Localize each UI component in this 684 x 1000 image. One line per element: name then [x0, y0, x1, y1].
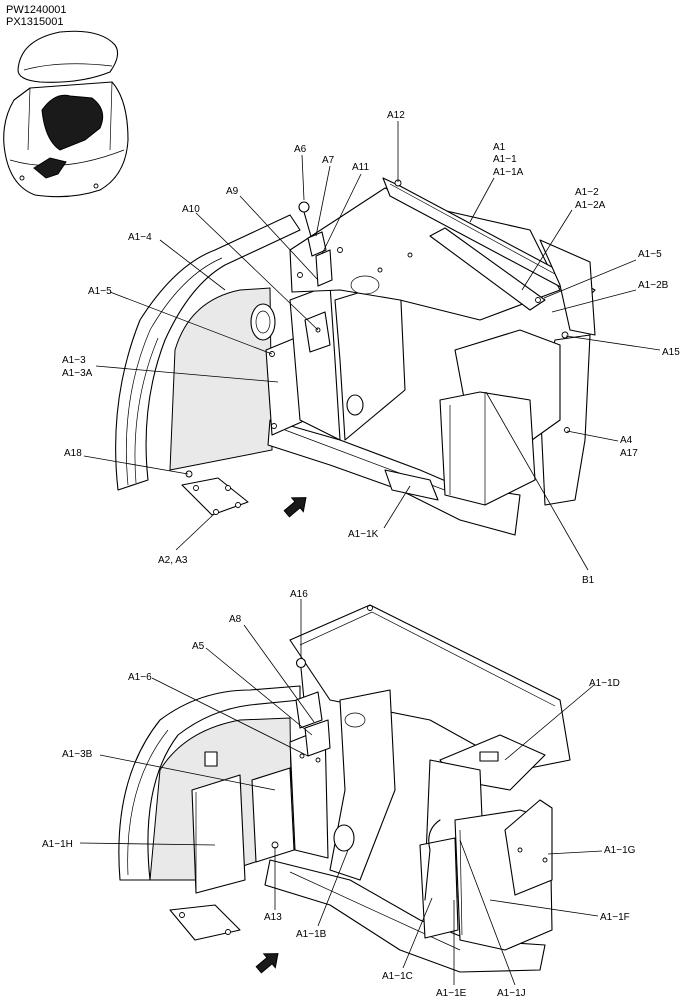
- callout-a13: A13: [264, 912, 282, 923]
- callout-a1-5-left: A1−5: [88, 286, 112, 297]
- callout-a1-6: A1−6: [128, 672, 152, 683]
- callout-a10: A10: [182, 204, 200, 215]
- callout-a1-3b: A1−3B: [62, 749, 93, 760]
- callout-a12: A12: [387, 110, 405, 121]
- drawing-code-2: PX1315001: [6, 16, 64, 28]
- callout-a1-1k: A1−1K: [348, 529, 379, 540]
- callout-a18: A18: [64, 448, 82, 459]
- callout-b1: B1: [582, 575, 595, 586]
- front-direction-arrow-icon: [283, 497, 307, 518]
- callout-a5: A5: [192, 641, 205, 652]
- callout-a11: A11: [352, 162, 369, 173]
- callout-a1-1: A1−1: [493, 154, 517, 165]
- callout-a8: A8: [229, 614, 242, 625]
- bottom-leader-lines: [79, 599, 603, 986]
- callout-a9: A9: [226, 186, 239, 197]
- callout-a1-1a: A1−1A: [493, 167, 524, 178]
- top-leader-lines: [83, 121, 661, 571]
- callout-a2-a3: A2, A3: [158, 555, 188, 566]
- machine-cab-locator-icon: [3, 30, 129, 198]
- callout-a1-1f: A1−1F: [600, 912, 630, 923]
- top-assembly-drawing: [115, 177, 596, 536]
- bottom-assembly-drawing: [118, 604, 571, 973]
- callout-a1-2a: A1−2A: [575, 200, 606, 211]
- top-callouts: A12 A1 A1−1 A1−1A A6 A7 A11 A9 A10 A1−2 …: [62, 110, 680, 586]
- callout-a1-4: A1−4: [128, 232, 152, 243]
- callout-a17: A17: [620, 448, 638, 459]
- callout-a1-1c: A1−1C: [382, 971, 413, 982]
- callout-a1: A1: [493, 142, 506, 153]
- callout-a1-1e: A1−1E: [436, 988, 467, 999]
- callout-a1-1j: A1−1J: [497, 988, 526, 999]
- callout-a4: A4: [620, 435, 633, 446]
- callout-a7: A7: [322, 155, 335, 166]
- callout-a1-1d: A1−1D: [589, 678, 620, 689]
- callout-a15: A15: [662, 347, 680, 358]
- callout-a1-1g: A1−1G: [604, 845, 636, 856]
- front-direction-arrow-icon: [255, 953, 279, 974]
- callout-a1-1h: A1−1H: [42, 839, 73, 850]
- callout-a1-1b: A1−1B: [296, 929, 327, 940]
- bottom-callouts: A16 A8 A5 A1−6 A1−1D A1−3B A1−1H A1−1G A…: [42, 589, 636, 999]
- callout-a16: A16: [290, 589, 308, 600]
- callout-a1-2: A1−2: [575, 187, 599, 198]
- drawing-code-1: PW1240001: [6, 4, 67, 16]
- callout-a1-2b: A1−2B: [638, 280, 669, 291]
- callout-a6: A6: [294, 144, 307, 155]
- callout-a1-3: A1−3: [62, 355, 86, 366]
- callout-a1-3a: A1−3A: [62, 368, 93, 379]
- callout-a1-5-right: A1−5: [638, 249, 662, 260]
